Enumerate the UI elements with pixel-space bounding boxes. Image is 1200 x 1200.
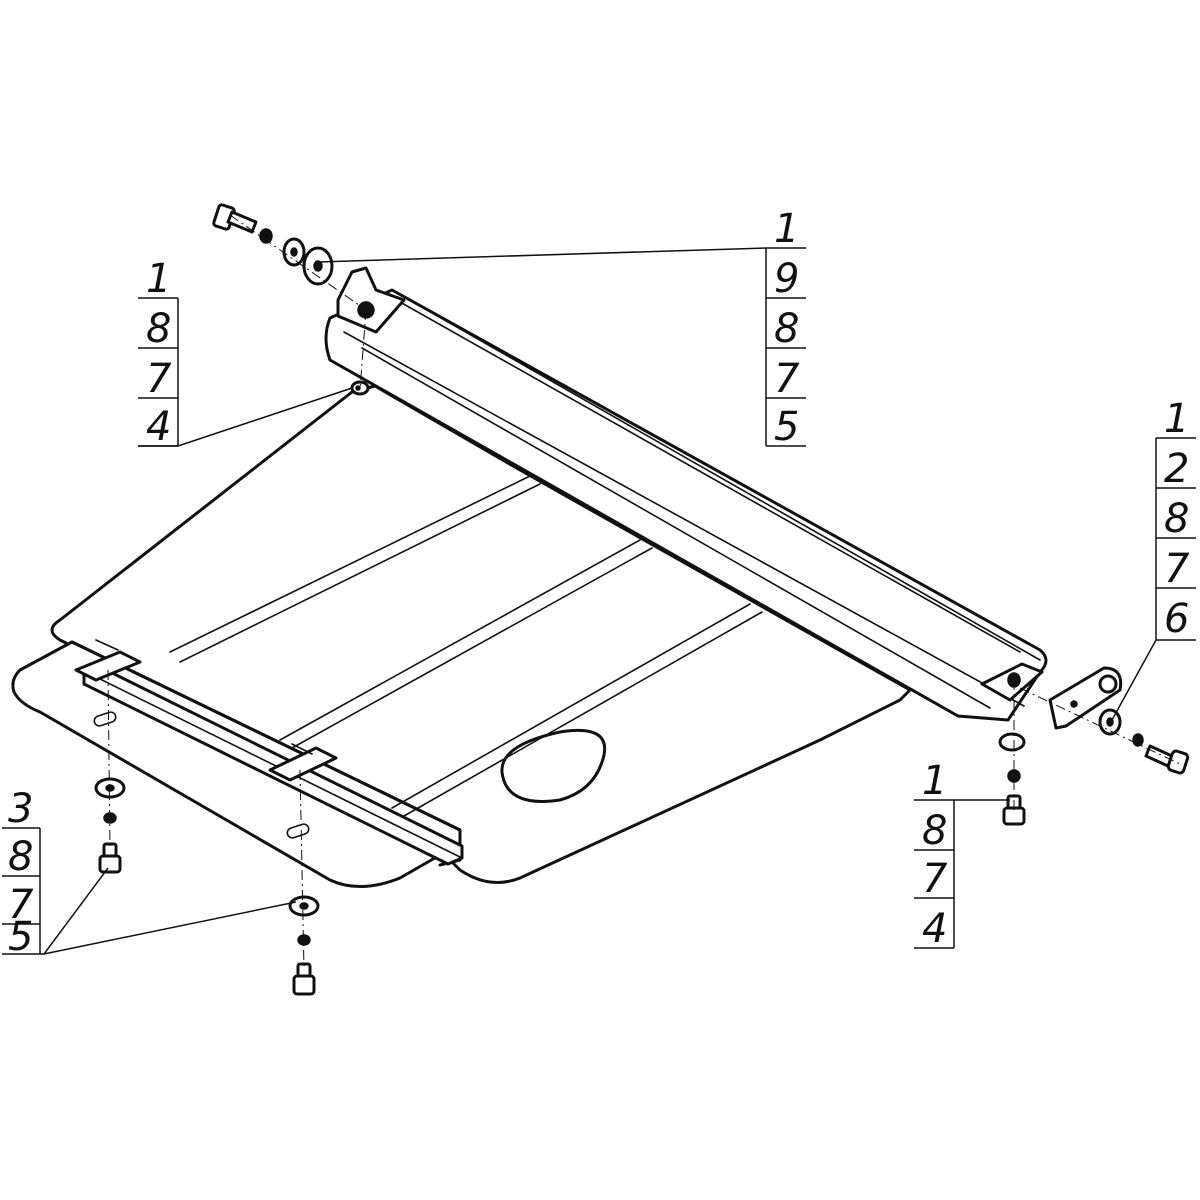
callout-label: 4 — [922, 906, 947, 952]
leader-lines — [39, 247, 1196, 955]
callout-label: 9 — [774, 256, 799, 302]
callout-label: 7 — [922, 856, 948, 902]
callout-label: 8 — [1164, 496, 1189, 542]
callout-label: 7 — [8, 882, 34, 928]
nut-bm-1 — [297, 934, 311, 946]
skid-plate — [11, 384, 912, 889]
callout-bottom-left: 3 8 7 5 — [2, 786, 44, 960]
washer-beam-right — [998, 732, 1026, 752]
callout-label: 5 — [8, 914, 33, 960]
callout-label: 8 — [146, 306, 171, 352]
fasteners — [94, 203, 1190, 996]
callout-label: 1 — [1164, 396, 1189, 442]
nut-top — [259, 228, 273, 244]
bolt-right — [1144, 744, 1190, 775]
callout-label: 3 — [8, 786, 33, 832]
bolt-bm-1 — [292, 962, 316, 996]
side-bracket — [1048, 666, 1123, 730]
callout-top-left: 1 8 7 4 — [138, 256, 179, 450]
callout-label: 8 — [774, 306, 799, 352]
callout-label: 1 — [922, 758, 947, 804]
bolt-top — [212, 203, 258, 234]
callout-label: 1 — [774, 206, 799, 252]
bolt-bl-1 — [98, 842, 122, 874]
callout-label: 7 — [1164, 546, 1190, 592]
callout-label: 8 — [922, 808, 947, 854]
centerlines — [107, 214, 1181, 971]
callout-label: 2 — [1164, 446, 1189, 492]
callout-bottom-right: 1 8 7 4 — [914, 758, 955, 952]
callout-label: 7 — [774, 356, 800, 402]
callout-label: 1 — [146, 256, 171, 302]
callout-label: 6 — [1164, 596, 1189, 642]
callout-label: 7 — [146, 356, 172, 402]
nut-right — [1132, 733, 1144, 747]
callout-top-right: 1 9 8 7 5 — [765, 206, 806, 450]
callout-right: 1 2 8 7 6 — [1155, 396, 1196, 642]
callout-label: 4 — [146, 404, 171, 450]
callout-label: 8 — [8, 834, 33, 880]
callout-label: 5 — [774, 404, 799, 450]
